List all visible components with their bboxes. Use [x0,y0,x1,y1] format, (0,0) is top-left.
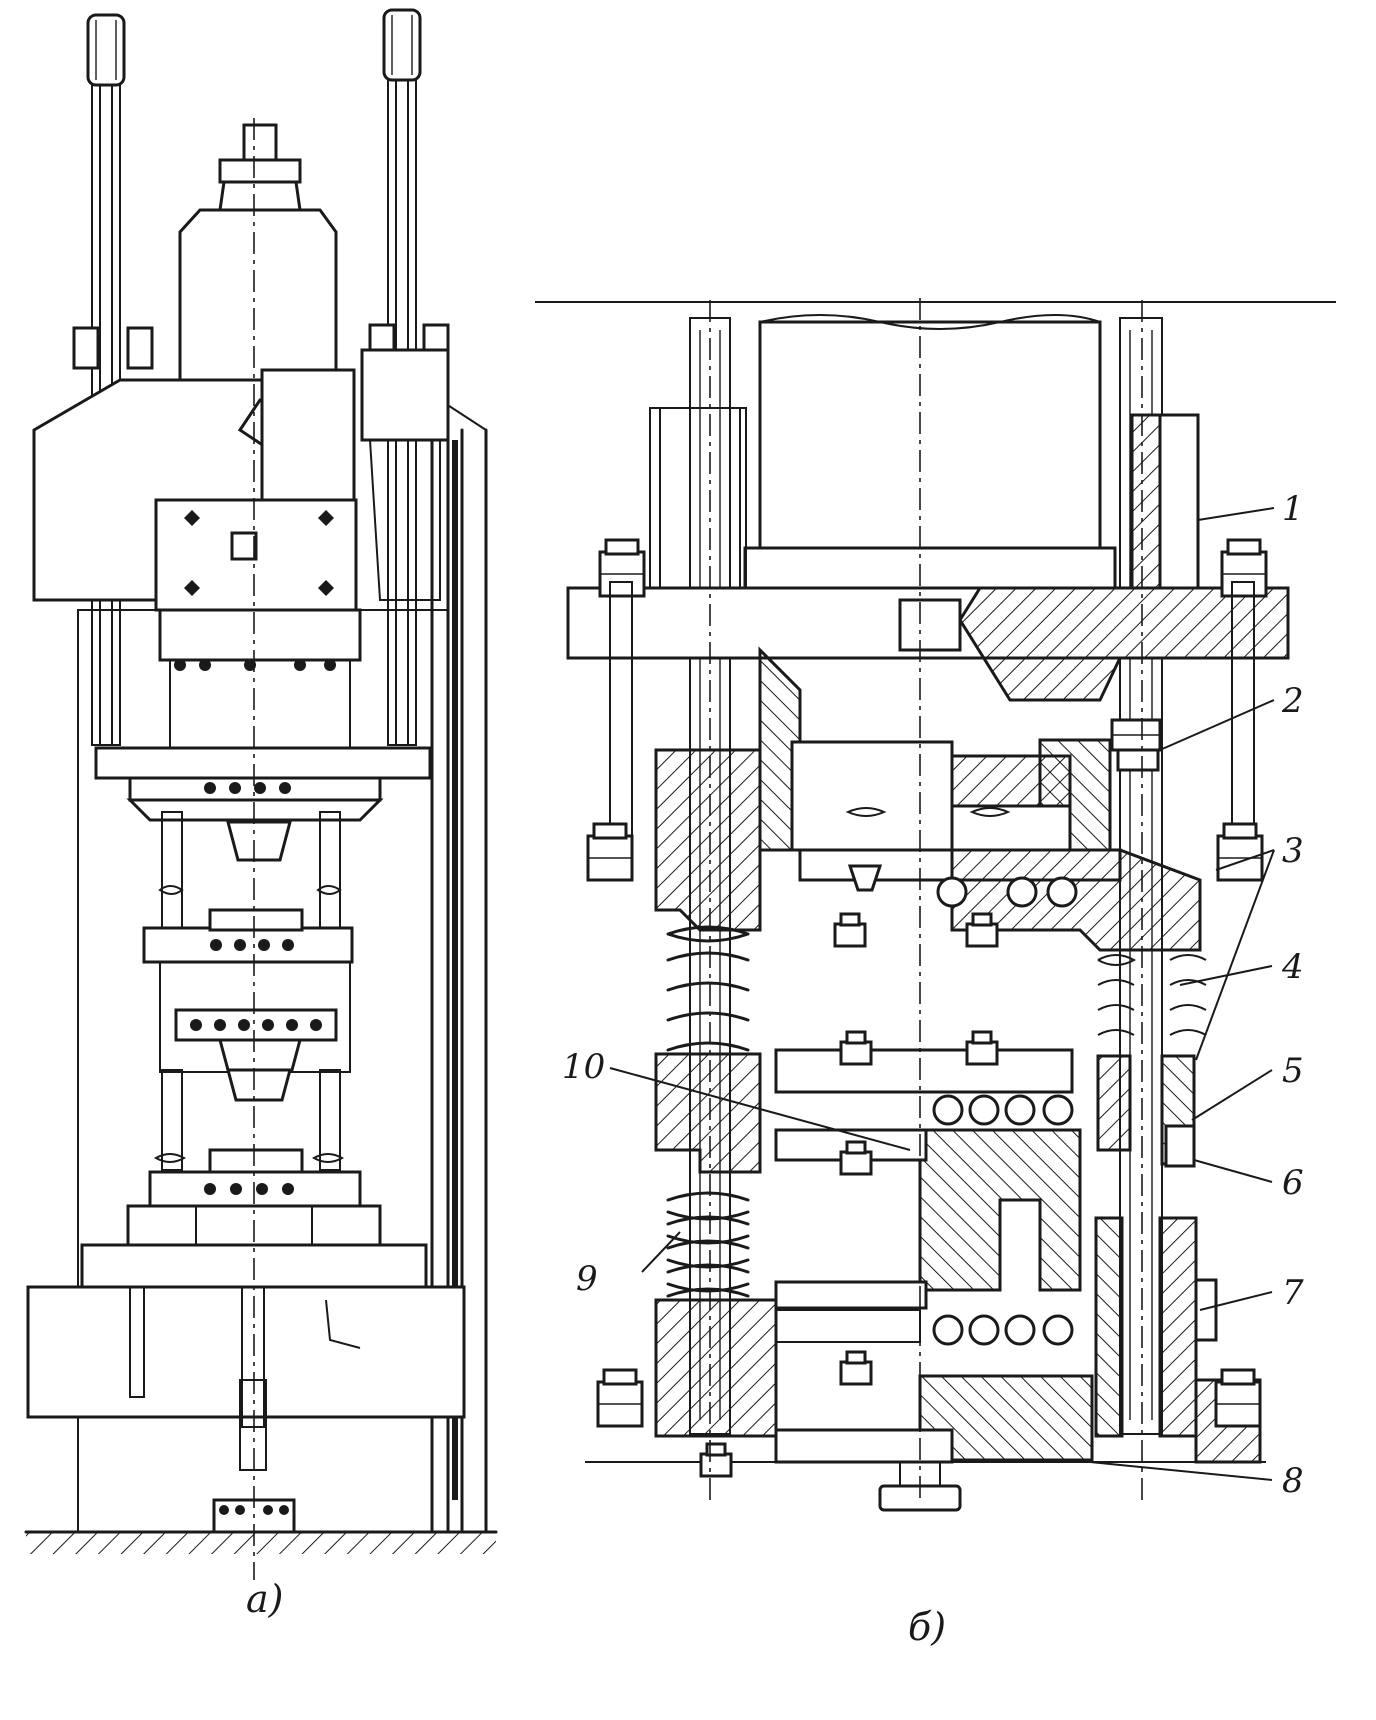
view-a [24,8,498,1580]
callout-6: 6 [1282,1163,1304,1203]
callout-3: 3 [1282,831,1304,871]
ball-lower-2 [968,1314,1000,1346]
ball-mid-2 [968,1094,1000,1126]
callout-5: 5 [1282,1051,1304,1091]
bolt-bottom-center [699,1442,733,1478]
bolt-mid-2 [965,1030,999,1066]
bolt-mid-1 [839,1030,873,1066]
ball-upper-3 [1046,876,1078,908]
spring-9 [666,1191,750,1298]
callout-8: 8 [1282,1461,1304,1501]
callout-7: 7 [1282,1273,1304,1313]
ball-mid-4 [1042,1094,1074,1126]
callout-9: 9 [576,1259,598,1299]
callout-2: 2 [1281,681,1304,721]
bolt-mid-3 [839,1140,873,1176]
spring-4 [1097,954,1207,1036]
bolt-top-left [598,538,646,598]
ball-lower-1 [932,1314,964,1346]
ball-lower-4 [1042,1314,1074,1346]
view-b-caption: б) [908,1605,946,1649]
view-b [535,298,1336,1512]
callout-10: 10 [562,1047,605,1087]
bolt-bottom-left [596,1368,644,1428]
bolt-inner-2 [965,912,999,948]
view-a-press-head [32,348,450,612]
ball-mid-3 [1004,1094,1036,1126]
view-a-caption: a) [246,1577,283,1621]
callout-1: 1 [1282,489,1304,529]
ball-mid-1 [932,1094,964,1126]
ball-upper-2 [1006,876,1038,908]
bolt-inner-1 [833,912,867,948]
ball-lower-3 [1004,1314,1036,1346]
ball-upper-1 [936,876,968,908]
callout-4: 4 [1281,947,1304,987]
callout-leaders [609,507,1275,1481]
view-a-cylinder [178,123,338,382]
bolt-top-right [1220,538,1268,598]
bolt-bottom-inner [839,1350,873,1386]
spring-left-upper [666,925,750,1052]
bolt-bottom-right [1214,1368,1262,1428]
bolt-mid-left [586,822,634,882]
bolt-mid-right [1216,822,1264,882]
